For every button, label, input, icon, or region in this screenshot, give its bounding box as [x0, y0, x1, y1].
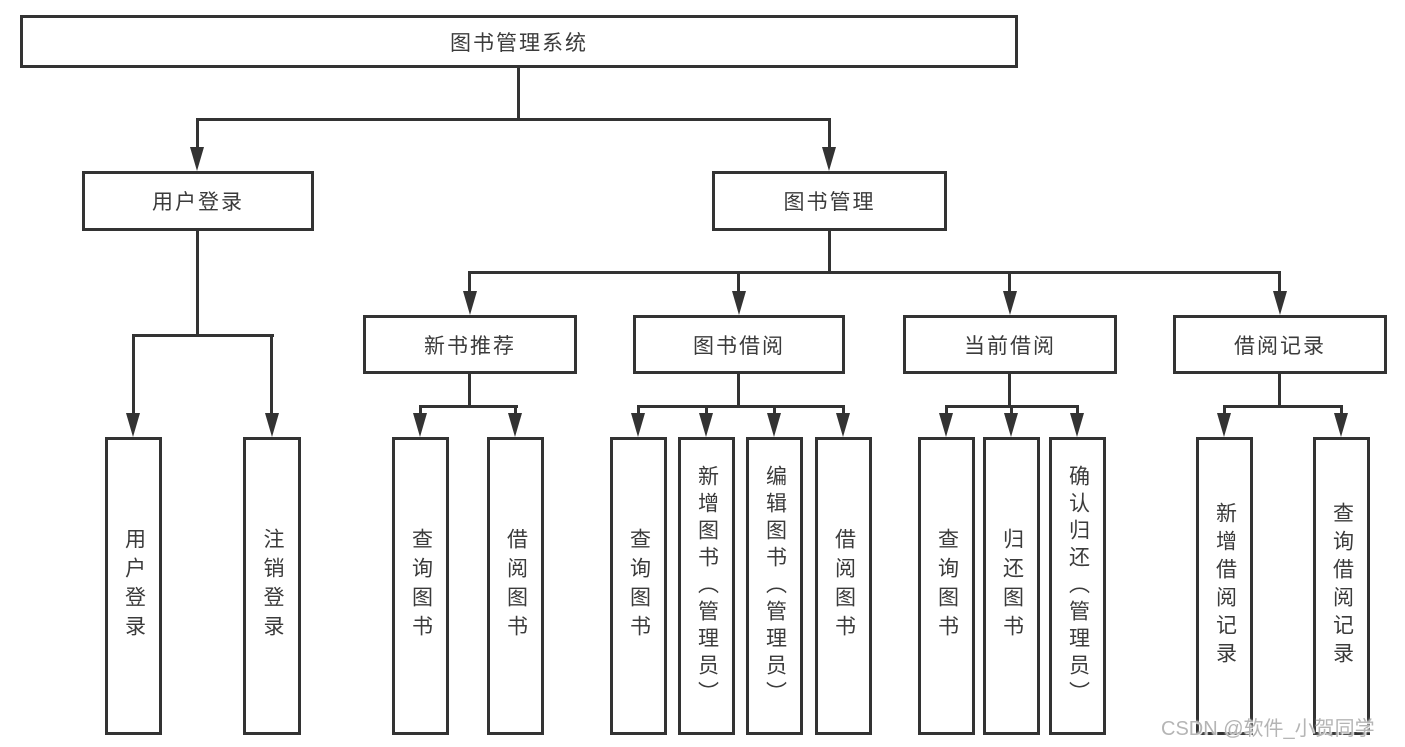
arrow-down-icon [699, 413, 713, 437]
arrow-down-icon [1070, 413, 1084, 437]
arrow-down-icon [732, 291, 746, 315]
node-new-book-recommend: 新书推荐 [363, 315, 577, 374]
arrow-down-icon [463, 291, 477, 315]
arrow-down-icon [1004, 413, 1018, 437]
leaf-borrow-books-borrow: 借阅图书 [815, 437, 872, 735]
node-user-login: 用户登录 [82, 171, 314, 231]
connector-line [737, 271, 740, 293]
arrow-down-icon [190, 147, 204, 171]
leaf-label: 借阅图书 [504, 528, 528, 644]
csdn-watermark: CSDN @软件_小贺同学 [1161, 718, 1375, 740]
connector-line [1278, 372, 1281, 408]
leaf-label: 查询图书 [935, 528, 959, 644]
leaf-query-books-recommend: 查询图书 [392, 437, 449, 735]
arrow-down-icon [1217, 413, 1231, 437]
connector-line [468, 271, 471, 293]
connector-line [1076, 405, 1079, 417]
connector-line [517, 66, 520, 121]
leaf-label: 用户登录 [122, 528, 146, 644]
connector-line [196, 118, 831, 121]
leaf-return-books: 归还图书 [983, 437, 1040, 735]
connector-line [737, 372, 740, 408]
connector-line [1340, 405, 1343, 417]
connector-line [419, 405, 422, 417]
connector-line [196, 118, 199, 151]
connector-line [132, 334, 274, 337]
leaf-user-login: 用户登录 [105, 437, 162, 735]
node-label: 当前借阅 [964, 334, 1056, 358]
leaf-label: 查询借阅记录 [1330, 502, 1354, 670]
leaf-query-borrow-record: 查询借阅记录 [1313, 437, 1370, 735]
connector-line [270, 334, 273, 417]
leaf-label: 借阅图书 [832, 528, 856, 644]
connector-line [842, 405, 845, 417]
arrow-down-icon [631, 413, 645, 437]
arrow-down-icon [126, 413, 140, 437]
arrow-down-icon [822, 147, 836, 171]
node-book-borrow: 图书借阅 [633, 315, 845, 374]
connector-line [773, 405, 776, 417]
node-borrow-records: 借阅记录 [1173, 315, 1387, 374]
connector-line [1010, 405, 1013, 417]
leaf-confirm-return-admin: 确认归还（管理员） [1049, 437, 1106, 735]
connector-line [637, 405, 845, 408]
leaf-edit-books-admin: 编辑图书（管理员） [746, 437, 803, 735]
connector-line [945, 405, 948, 417]
arrow-down-icon [1334, 413, 1348, 437]
leaf-logout: 注销登录 [243, 437, 301, 735]
connector-line [132, 334, 135, 417]
connector-line [828, 229, 831, 274]
connector-line [1278, 271, 1281, 293]
leaf-label: 查询图书 [409, 528, 433, 644]
arrow-down-icon [767, 413, 781, 437]
leaf-label: 归还图书 [1000, 528, 1024, 644]
connector-line [637, 405, 640, 417]
leaf-label: 查询图书 [627, 528, 651, 644]
node-label: 图书借阅 [693, 334, 785, 358]
leaf-label: 新增借阅记录 [1213, 502, 1237, 670]
connector-line [514, 405, 517, 417]
arrow-down-icon [265, 413, 279, 437]
leaf-add-books-admin: 新增图书（管理员） [678, 437, 735, 735]
leaf-borrow-books-recommend: 借阅图书 [487, 437, 544, 735]
connector-line [196, 229, 199, 336]
connector-line [1223, 405, 1226, 417]
node-label: 新书推荐 [424, 334, 516, 358]
arrow-down-icon [836, 413, 850, 437]
arrow-down-icon [939, 413, 953, 437]
leaf-label: 编辑图书（管理员） [763, 464, 787, 708]
leaf-label: 注销登录 [261, 528, 284, 644]
leaf-query-books-current: 查询图书 [918, 437, 975, 735]
leaf-add-borrow-record: 新增借阅记录 [1196, 437, 1253, 735]
arrow-down-icon [1003, 291, 1017, 315]
connector-line [705, 405, 708, 417]
connector-line [828, 118, 831, 151]
arrow-down-icon [413, 413, 427, 437]
node-label: 图书管理系统 [450, 31, 588, 55]
arrow-down-icon [1273, 291, 1287, 315]
leaf-label: 新增图书（管理员） [695, 464, 719, 708]
node-label: 借阅记录 [1234, 334, 1326, 358]
connector-line [468, 271, 1281, 274]
node-label: 图书管理 [783, 191, 876, 214]
node-current-borrow: 当前借阅 [903, 315, 1117, 374]
connector-line [1008, 372, 1011, 408]
node-library-system: 图书管理系统 [20, 15, 1018, 68]
connector-line [1223, 405, 1343, 408]
node-label: 用户登录 [152, 191, 244, 214]
connector-line [1008, 271, 1011, 293]
leaf-label: 确认归还（管理员） [1066, 464, 1090, 708]
connector-line [468, 372, 471, 408]
connector-line [419, 405, 518, 408]
arrow-down-icon [508, 413, 522, 437]
node-book-management: 图书管理 [712, 171, 947, 231]
leaf-query-books-borrow: 查询图书 [610, 437, 667, 735]
